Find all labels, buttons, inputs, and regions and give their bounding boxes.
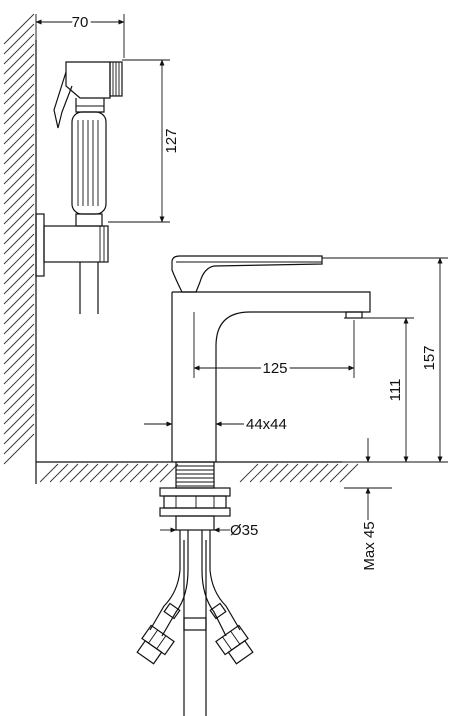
hatch-line: [3, 393, 35, 425]
hatch-line: [3, 303, 35, 335]
hatch-line: [119, 463, 139, 483]
hatch-line: [329, 463, 349, 483]
hatch-line: [3, 203, 35, 235]
dimension-max-45: Max 45: [344, 438, 392, 571]
hatch-line: [3, 153, 35, 185]
countertop: [35, 461, 359, 484]
hatch-line: [299, 463, 319, 483]
hatch-line: [339, 463, 359, 483]
faucet-body: [171, 255, 371, 462]
hatch-line: [39, 463, 59, 483]
dim-label-max-45: Max 45: [361, 521, 378, 570]
hatch-line: [3, 273, 35, 305]
dim-label-125: 125: [262, 360, 287, 377]
hatch-line: [3, 123, 35, 155]
hatch-line: [3, 113, 35, 145]
dimension-111: 111: [340, 317, 414, 463]
hatch-line: [3, 93, 35, 125]
hatch-line: [3, 313, 35, 345]
dimension-127: 127: [108, 59, 180, 223]
hatch-line: [3, 83, 35, 115]
hatch-line: [3, 383, 35, 415]
hatch-line: [69, 463, 89, 483]
hatch-line: [259, 463, 279, 483]
hatch-line: [3, 283, 35, 315]
hatch-line: [3, 63, 35, 95]
hatch-line: [3, 103, 35, 135]
hatch-line: [239, 463, 259, 483]
hatch-line: [3, 193, 35, 225]
hatch-line: [59, 463, 79, 483]
hatch-line: [309, 463, 329, 483]
hatch-line: [279, 463, 299, 483]
dim-label-70: 70: [72, 14, 89, 31]
hatch-line: [3, 243, 35, 275]
hatch-line: [3, 363, 35, 395]
hatch-line: [3, 173, 35, 205]
hatch-line: [3, 23, 35, 55]
dimension-diameter-35: Ø35: [160, 522, 258, 539]
hatch-line: [3, 13, 35, 45]
hatch-line: [99, 463, 119, 483]
hatch-line: [3, 433, 35, 465]
hatch-line: [3, 43, 35, 75]
hatch-line: [3, 213, 35, 245]
dim-label-diameter: Ø35: [230, 522, 258, 539]
hatch-line: [89, 463, 109, 483]
hatch-line: [3, 413, 35, 445]
hatch-line: [3, 323, 35, 355]
dimension-125: 125: [193, 312, 355, 380]
hatch-line: [3, 73, 35, 105]
hatch-line: [3, 293, 35, 325]
mounting-assembly: [136, 461, 254, 716]
hatch-line: [3, 373, 35, 405]
hatch-line: [129, 463, 149, 483]
dimension-44x44: 44x44: [144, 416, 287, 433]
hatch-line: [3, 53, 35, 85]
hatch-line: [249, 463, 269, 483]
hatch-line: [3, 403, 35, 435]
hatch-line: [319, 463, 339, 483]
hatch-line: [3, 183, 35, 215]
dimension-70: 70: [35, 11, 125, 58]
dim-label-127: 127: [163, 128, 180, 153]
hatch-line: [49, 463, 69, 483]
hatch-line: [3, 143, 35, 175]
hatch-line: [149, 463, 169, 483]
hatch-line: [3, 263, 35, 295]
hatch-line: [3, 353, 35, 385]
hatch-line: [139, 463, 159, 483]
wall: [0, 0, 37, 465]
hatch-line: [3, 163, 35, 195]
hatch-line: [289, 463, 309, 483]
hatch-line: [109, 463, 129, 483]
hatch-line: [159, 463, 179, 483]
hatch-line: [79, 463, 99, 483]
hand-shower: [35, 61, 123, 314]
hatch-line: [3, 33, 35, 65]
dim-label-44x44: 44x44: [246, 416, 287, 433]
dim-label-157: 157: [421, 345, 438, 370]
hatch-line: [3, 253, 35, 285]
hatch-line: [3, 233, 35, 265]
dim-label-111: 111: [387, 379, 404, 402]
hatch-line: [3, 343, 35, 375]
hatch-line: [269, 463, 289, 483]
hatch-line: [3, 423, 35, 455]
hatch-line: [3, 133, 35, 165]
hatch-line: [3, 333, 35, 365]
dimension-157: 157: [322, 257, 448, 463]
hatch-line: [3, 223, 35, 255]
